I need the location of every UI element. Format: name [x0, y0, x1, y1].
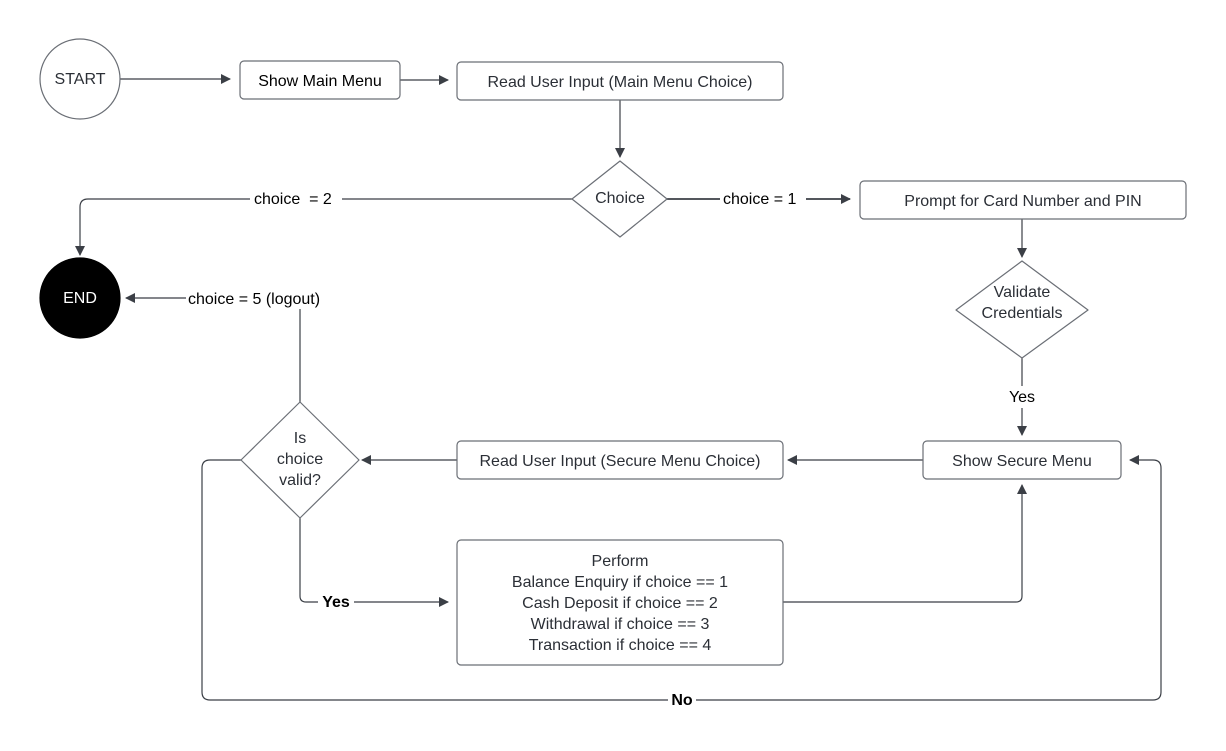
edge-label-valid-no: No	[671, 692, 693, 709]
edge-label-validate-yes: Yes	[1009, 389, 1035, 406]
validate-label-line-1: Validate	[994, 284, 1051, 301]
choice-decision-node: Choice	[571, 160, 668, 238]
is-choice-valid-line-2: choice	[277, 451, 323, 468]
prompt-card-pin-node: Prompt for Card Number and PIN	[859, 180, 1187, 220]
edge-label-choice-1: choice = 1	[723, 191, 796, 208]
end-node: END	[39, 257, 121, 339]
start-node: START	[39, 38, 121, 120]
show-main-menu-label: Show Main Menu	[258, 73, 382, 90]
prompt-card-pin-label: Prompt for Card Number and PIN	[904, 193, 1141, 210]
perform-line-5: Transaction if choice == 4	[529, 637, 712, 654]
validate-label-line-2: Credentials	[982, 305, 1063, 322]
show-main-menu-node: Show Main Menu	[239, 60, 401, 100]
perform-line-2: Balance Enquiry if choice == 1	[512, 574, 728, 591]
read-secure-input-node: Read User Input (Secure Menu Choice)	[456, 440, 784, 480]
perform-node: Perform Balance Enquiry if choice == 1 C…	[456, 539, 784, 666]
perform-line-3: Cash Deposit if choice == 2	[522, 595, 718, 612]
perform-line-1: Perform	[592, 553, 649, 570]
edge-label-choice-2: choice = 2	[254, 191, 332, 208]
is-choice-valid-line-3: valid?	[279, 472, 321, 489]
read-secure-input-label: Read User Input (Secure Menu Choice)	[479, 453, 760, 470]
validate-credentials-node: Validate Credentials	[955, 260, 1089, 359]
show-secure-menu-label: Show Secure Menu	[952, 453, 1092, 470]
edge-label-choice-5: choice = 5 (logout)	[188, 291, 320, 308]
show-secure-menu-node: Show Secure Menu	[922, 440, 1122, 480]
is-choice-valid-node: Is choice valid?	[240, 401, 360, 519]
is-choice-valid-line-1: Is	[294, 430, 306, 447]
perform-line-4: Withdrawal if choice == 3	[531, 616, 710, 633]
edge-label-valid-yes: Yes	[322, 594, 350, 611]
edge-valid-check-to-perform	[299, 518, 449, 607]
end-label: END	[63, 290, 97, 307]
choice-label: Choice	[595, 190, 645, 207]
edge-choice-to-end	[75, 198, 572, 256]
read-main-input-label: Read User Input (Main Menu Choice)	[487, 74, 752, 91]
start-label: START	[55, 71, 106, 88]
read-main-input-node: Read User Input (Main Menu Choice)	[456, 61, 784, 101]
edge-perform-to-secure-menu	[783, 484, 1027, 603]
edge-valid-check-to-end	[125, 293, 301, 402]
